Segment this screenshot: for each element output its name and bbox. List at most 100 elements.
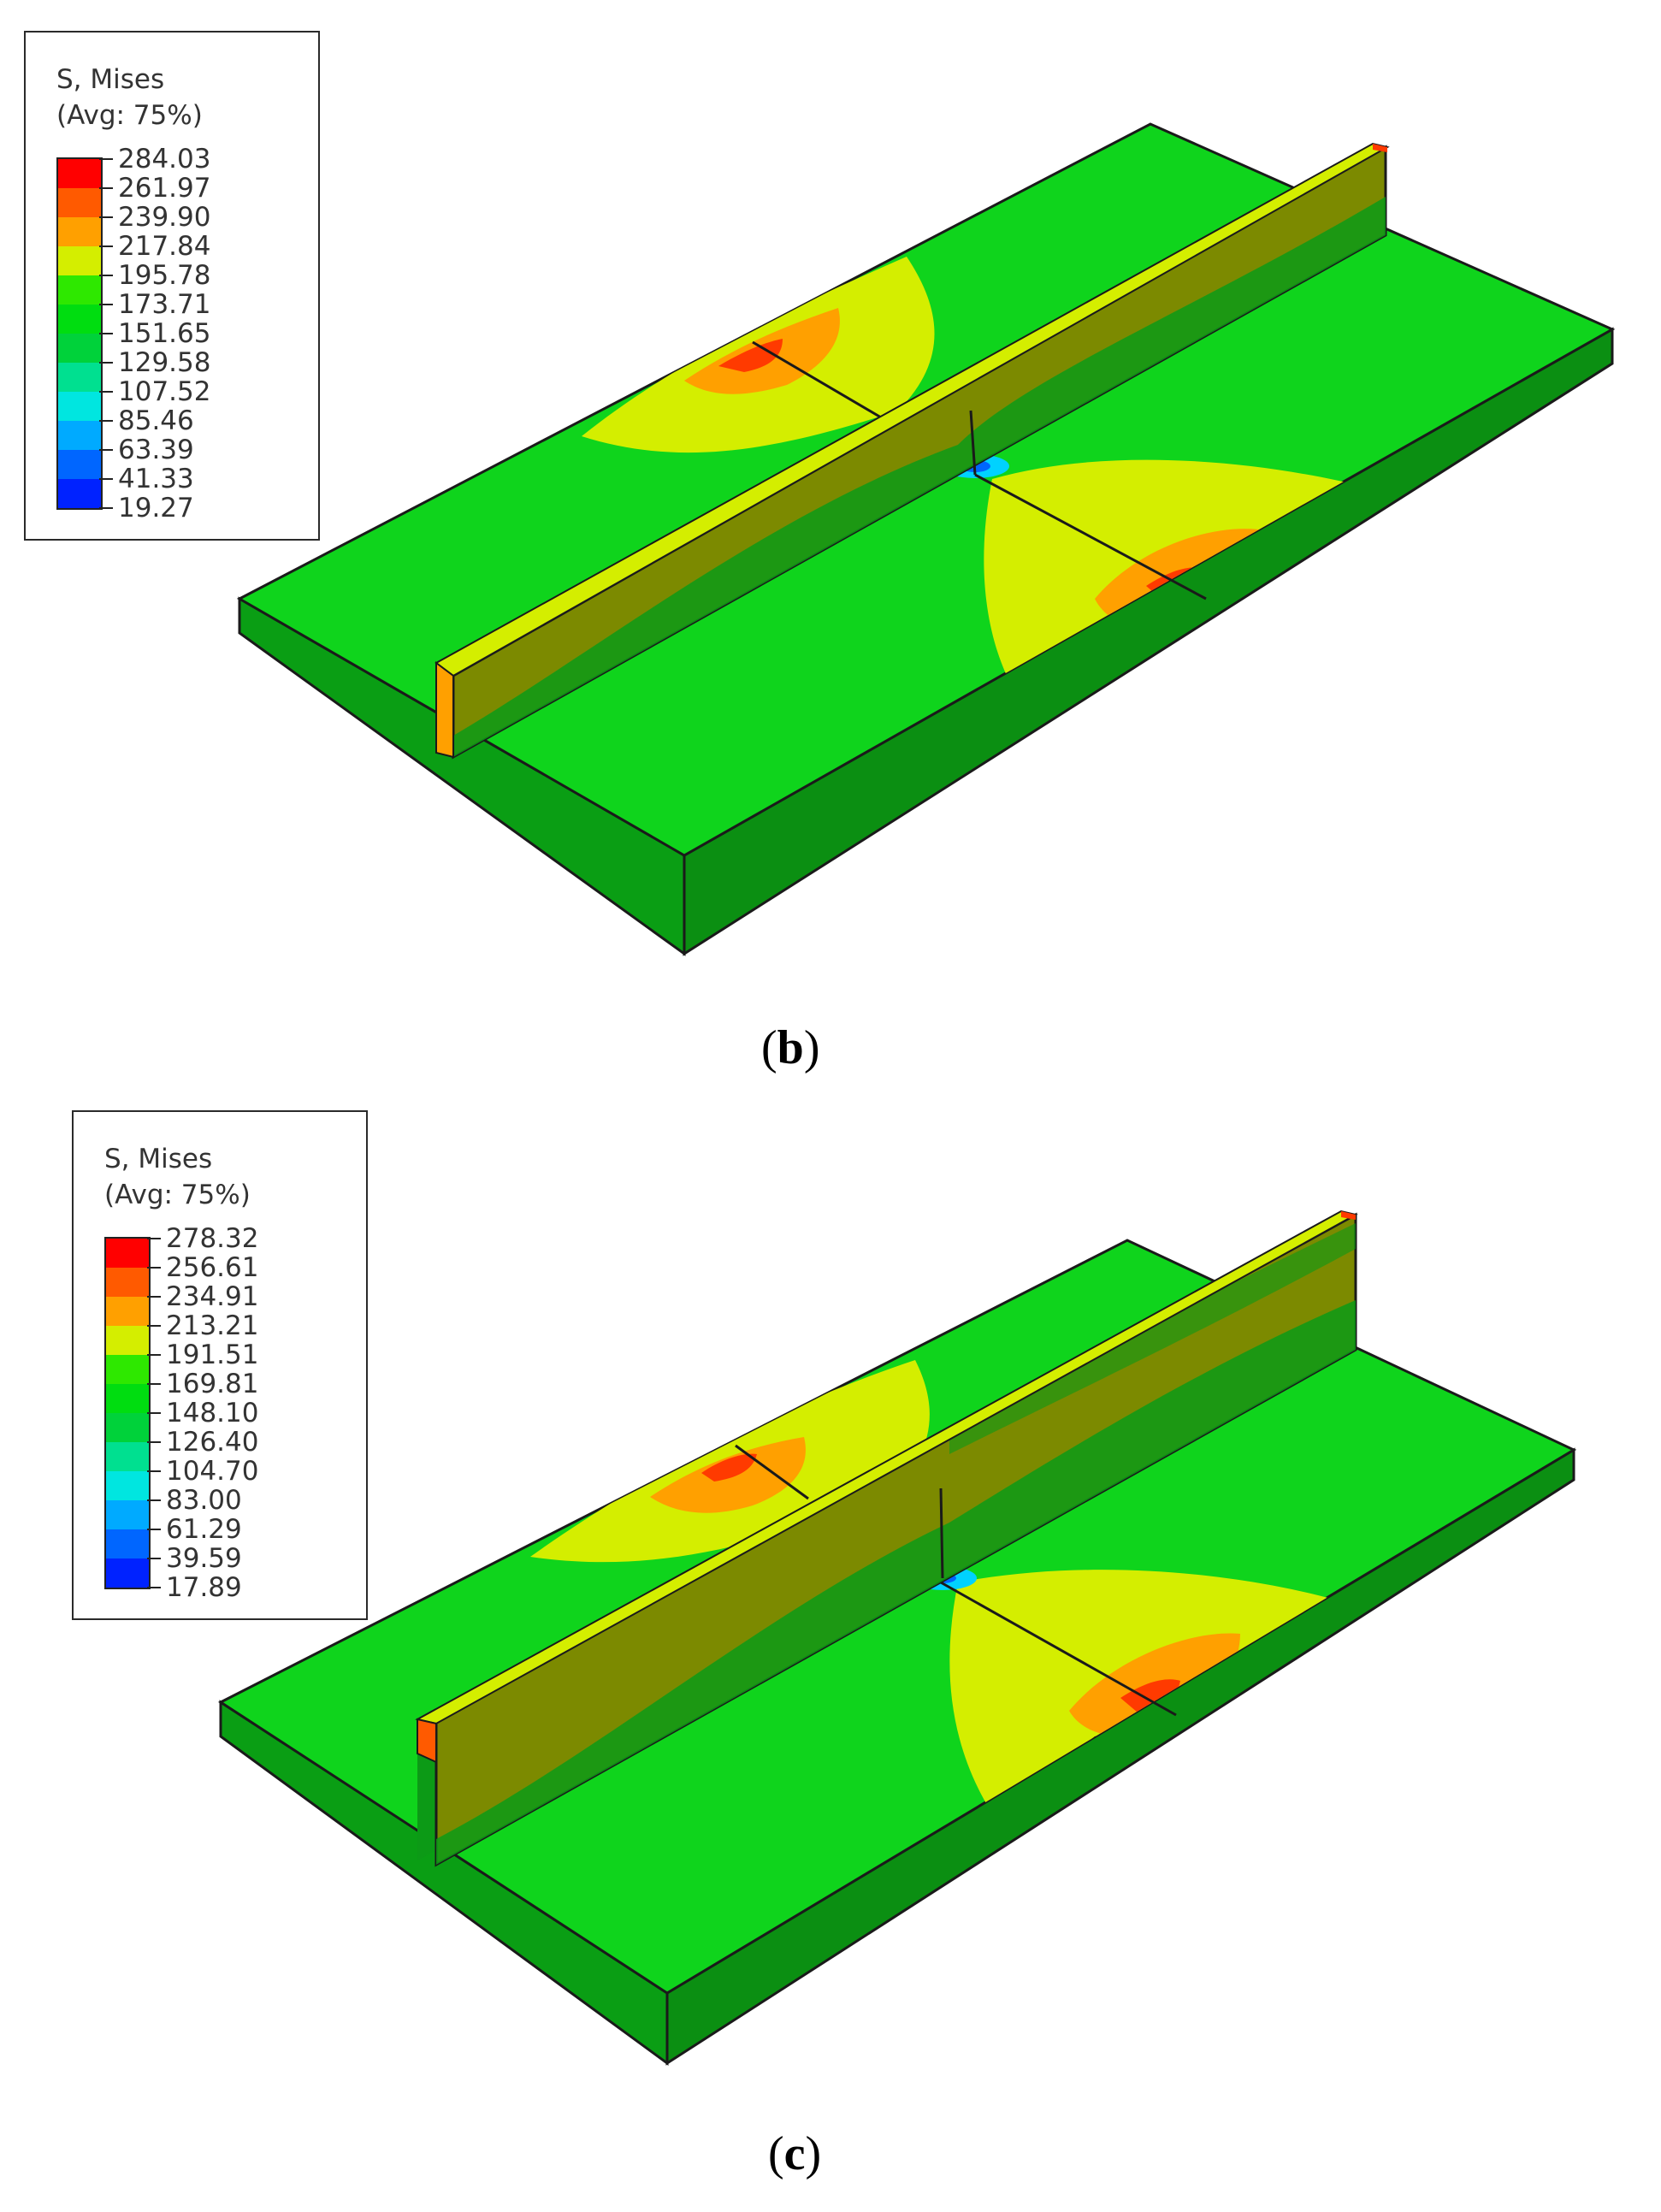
legend-tick xyxy=(147,1383,161,1385)
rib-end-right xyxy=(1341,1211,1356,1220)
legend-value-label: 41.33 xyxy=(118,464,194,494)
legend-value-label: 151.65 xyxy=(118,318,211,349)
legend-tick xyxy=(147,1587,161,1588)
rib-front-green-upper xyxy=(949,1223,1356,1454)
legend-tick xyxy=(99,275,113,276)
rib-front-green-zone xyxy=(453,197,1386,757)
legend-value-label: 239.90 xyxy=(118,202,211,233)
legend-color-band xyxy=(106,1268,149,1297)
legend-color-band xyxy=(58,334,101,363)
legend-tick xyxy=(147,1558,161,1559)
weld-seam-lower xyxy=(940,1581,1177,1717)
legend-color-band xyxy=(106,1442,149,1471)
legend-color-band xyxy=(106,1500,149,1529)
legend-value-label: 284.03 xyxy=(118,144,211,174)
rib-end-left xyxy=(435,661,454,759)
legend-value-label: 17.89 xyxy=(166,1572,242,1603)
legend-color-bar xyxy=(104,1237,151,1589)
legend-tick xyxy=(147,1441,161,1443)
weld-seam-lower xyxy=(974,473,1207,600)
caption-b: (b) xyxy=(761,1021,820,1074)
legend-value-label: 191.51 xyxy=(166,1340,259,1370)
legend-value-label: 256.61 xyxy=(166,1252,259,1283)
rib-joint-line xyxy=(939,1487,944,1579)
weld-seam-upper xyxy=(752,340,882,419)
legend-color-band xyxy=(106,1384,149,1413)
legend-color-band xyxy=(58,246,101,275)
legend-value-label: 169.81 xyxy=(166,1369,259,1399)
legend-subtitle: (Avg: 75%) xyxy=(104,1180,251,1210)
weld-seam-upper xyxy=(735,1444,809,1500)
legend-value-label: 107.52 xyxy=(118,376,211,407)
legend-value-label: 104.70 xyxy=(166,1456,259,1487)
legend-tick xyxy=(99,420,113,422)
legend-color-bar xyxy=(56,157,103,510)
legend-color-band xyxy=(58,217,101,246)
legend-value-label: 261.97 xyxy=(118,173,211,204)
contour-red-lower xyxy=(1120,1679,1180,1712)
legend-tick xyxy=(99,362,113,364)
rib-front-green-zone xyxy=(436,1300,1356,1865)
legend-tick xyxy=(147,1470,161,1472)
legend-subtitle: (Avg: 75%) xyxy=(56,100,203,131)
legend-tick xyxy=(99,245,113,247)
legend-color-band xyxy=(106,1413,149,1442)
legend-color-band xyxy=(58,392,101,421)
legend-value-label: 85.46 xyxy=(118,405,194,436)
legend-value-label: 278.32 xyxy=(166,1223,259,1254)
legend-value-label: 129.58 xyxy=(118,347,211,378)
legend-value-label: 63.39 xyxy=(118,435,194,465)
legend-tick xyxy=(99,333,113,334)
legend-value-label: 61.29 xyxy=(166,1514,242,1545)
legend-tick xyxy=(99,478,113,480)
rib-end-left xyxy=(417,1718,437,1764)
legend-tick xyxy=(147,1238,161,1239)
legend-tick xyxy=(99,158,113,160)
legend-tick xyxy=(147,1296,161,1298)
legend-value-label: 39.59 xyxy=(166,1543,242,1574)
legend-title: S, Mises xyxy=(104,1144,213,1174)
legend-tick xyxy=(147,1325,161,1327)
legend-value-label: 195.78 xyxy=(118,260,211,291)
legend-value-label: 234.91 xyxy=(166,1281,259,1312)
legend-color-band xyxy=(58,305,101,334)
legend-tick xyxy=(147,1267,161,1269)
legend-color-band xyxy=(106,1239,149,1268)
legend-value-label: 213.21 xyxy=(166,1310,259,1341)
legend-value-label: 19.27 xyxy=(118,493,194,523)
legend-value-label: 217.84 xyxy=(118,231,211,262)
legend-color-band xyxy=(58,159,101,188)
legend-title: S, Mises xyxy=(56,64,165,95)
legend-value-label: 173.71 xyxy=(118,289,211,320)
legend-color-band xyxy=(106,1326,149,1355)
legend-tick xyxy=(99,187,113,189)
legend-color-band xyxy=(58,421,101,450)
legend-tick xyxy=(147,1499,161,1501)
legend-color-band xyxy=(58,188,101,217)
legend-tick xyxy=(99,507,113,509)
legend-color-band xyxy=(106,1471,149,1500)
legend-tick xyxy=(99,449,113,451)
caption-c: (c) xyxy=(768,2127,822,2180)
legend-color-band xyxy=(106,1297,149,1326)
legend-tick xyxy=(99,216,113,218)
legend-tick xyxy=(147,1412,161,1414)
fe-model-b xyxy=(236,122,1616,956)
legend-color-band xyxy=(106,1355,149,1384)
legend-color-band xyxy=(58,479,101,508)
legend-value-label: 126.40 xyxy=(166,1427,259,1458)
legend-color-band xyxy=(58,450,101,479)
legend-color-band xyxy=(106,1529,149,1558)
legend-color-band xyxy=(58,363,101,392)
legend-color-band xyxy=(106,1558,149,1588)
legend-tick xyxy=(99,304,113,305)
legend-value-label: 148.10 xyxy=(166,1398,259,1428)
legend-tick xyxy=(147,1529,161,1530)
legend-tick xyxy=(99,391,113,393)
rib-joint-line xyxy=(969,410,977,476)
legend-value-label: 83.00 xyxy=(166,1485,242,1516)
contour-red-upper xyxy=(718,339,783,372)
